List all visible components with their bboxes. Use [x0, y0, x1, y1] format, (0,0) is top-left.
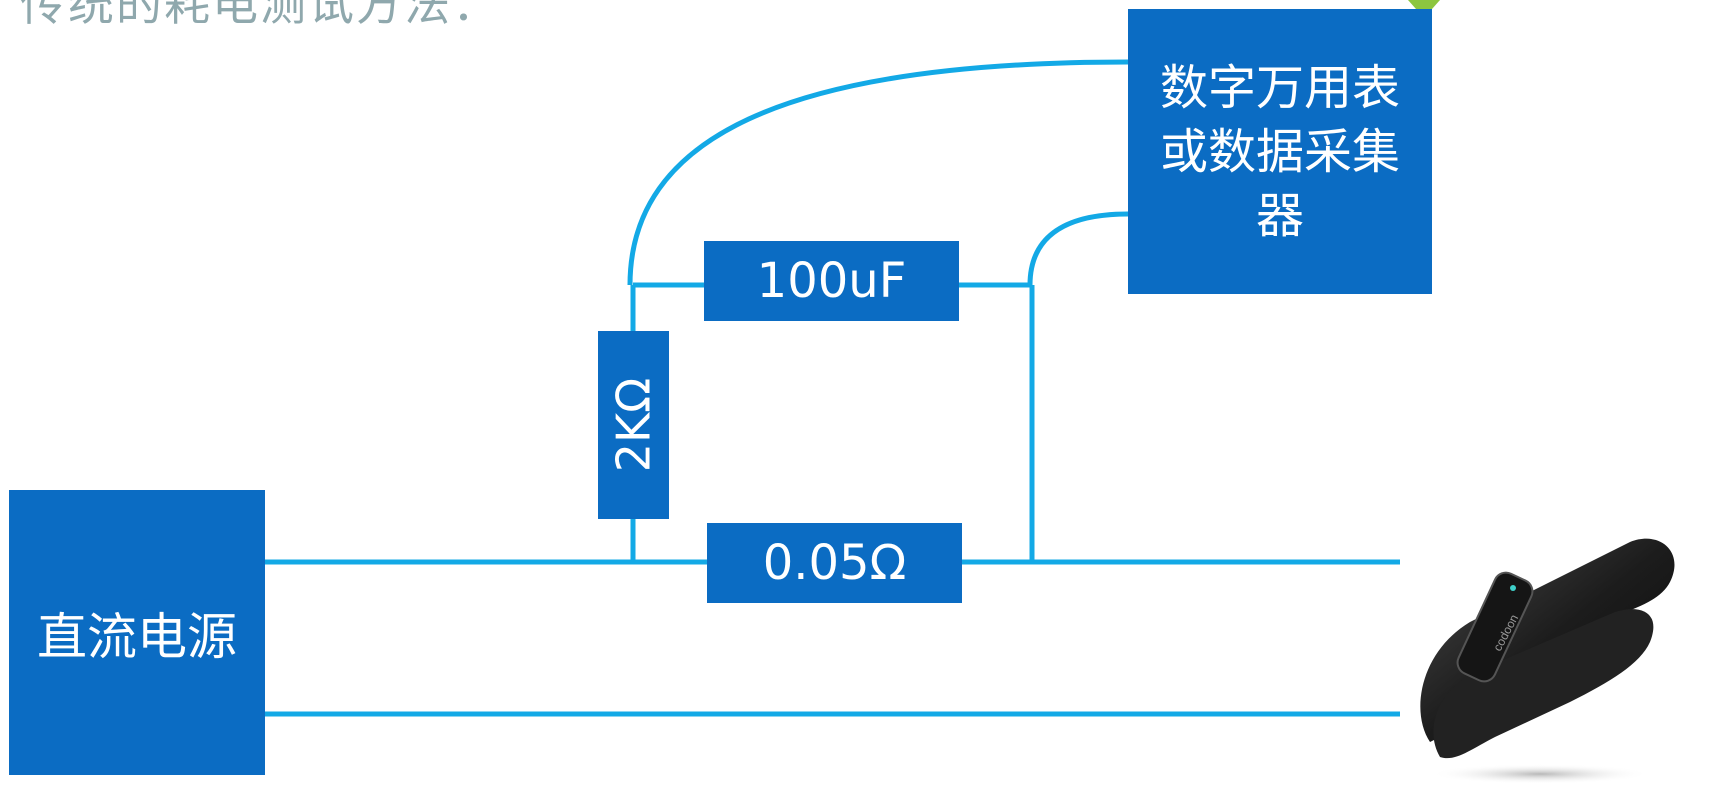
- page-title: 传统的耗电测试方法：: [20, 0, 500, 31]
- capacitor-100uf: 100uF: [704, 241, 959, 321]
- wristband-device-image: codoon: [1420, 538, 1675, 784]
- wire-meter-upper: [627, 59, 1129, 286]
- dc-power-supply: 直流电源: [9, 490, 265, 775]
- wire-meter-lower: [1027, 211, 1129, 286]
- resistor-label: 2KΩ: [606, 377, 661, 473]
- resistor-2k: 2KΩ: [598, 331, 669, 519]
- multimeter-box: 数字万用表或数据采集器: [1128, 9, 1432, 294]
- shunt-resistor: 0.05Ω: [707, 523, 962, 603]
